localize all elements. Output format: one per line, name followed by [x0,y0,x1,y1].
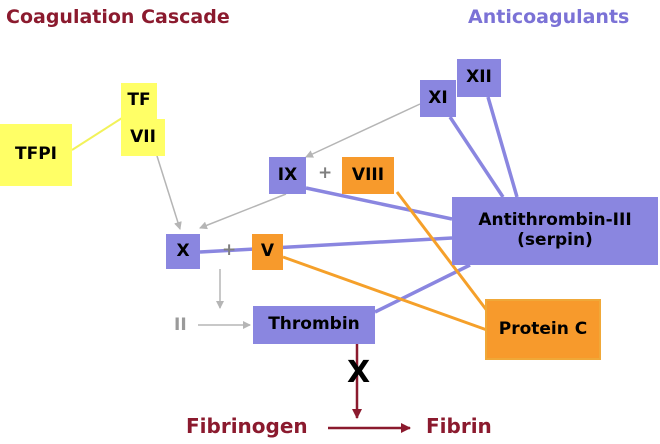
line-x-to-antithrombin [199,236,453,254]
factor-v-label: V [260,241,275,262]
block-x-mark: X [347,355,371,390]
thrombin-label: Thrombin [268,314,360,335]
line-xi-to-antithrombin [448,116,505,198]
fibrin-label: Fibrin [426,414,492,438]
plus-x-v: + [222,240,237,260]
protein-c-box: Protein C [485,299,601,360]
plus-ix-viii: + [318,163,333,183]
line-viii-to-proteinc [395,191,490,313]
factor-xi-box: XI [420,80,456,117]
title-anticoagulants: Anticoagulants [468,6,630,28]
antithrombin-box: Antithrombin-III (serpin) [452,197,658,265]
factor-viii-box: VIII [342,157,394,194]
factor-tf-box: TF [121,83,157,119]
arrow-vii-to-x [156,155,182,230]
tfpi-box: TFPI [0,124,72,186]
fibrinogen-label: Fibrinogen [186,414,308,438]
factor-ix-label: IX [277,164,298,185]
line-v-to-proteinc [282,255,488,332]
factor-x-label: X [176,240,190,261]
factor-vii-label: VII [130,126,156,147]
factor-ii-label: II [174,315,187,335]
tfpi-label: TFPI [15,144,57,165]
title-coagulation-cascade: Coagulation Cascade [6,6,230,28]
factor-viii-label: VIII [351,164,385,185]
factor-xii-label: XII [466,67,492,88]
arrow-xi-to-ix [305,103,421,158]
factor-ix-box: IX [269,157,306,194]
serpin-label: (serpin) [517,230,593,250]
line-thrombin-to-antithrombin [374,263,471,314]
antithrombin-label: Antithrombin-III [478,210,632,231]
factor-v-box: V [252,234,283,270]
thrombin-box: Thrombin [253,306,375,344]
tfpi-link-line [71,117,123,151]
arrow-ix-to-x [199,193,287,230]
factor-xi-label: XI [428,87,448,108]
line-ix-to-antithrombin [305,186,453,221]
factor-x-box: X [166,234,200,269]
line-xii-to-antithrombin [486,96,519,198]
factor-tf-label: TF [127,90,151,111]
factor-vii-box: VII [121,119,165,156]
protein-c-label: Protein C [498,318,588,339]
factor-xii-box: XII [457,59,501,97]
